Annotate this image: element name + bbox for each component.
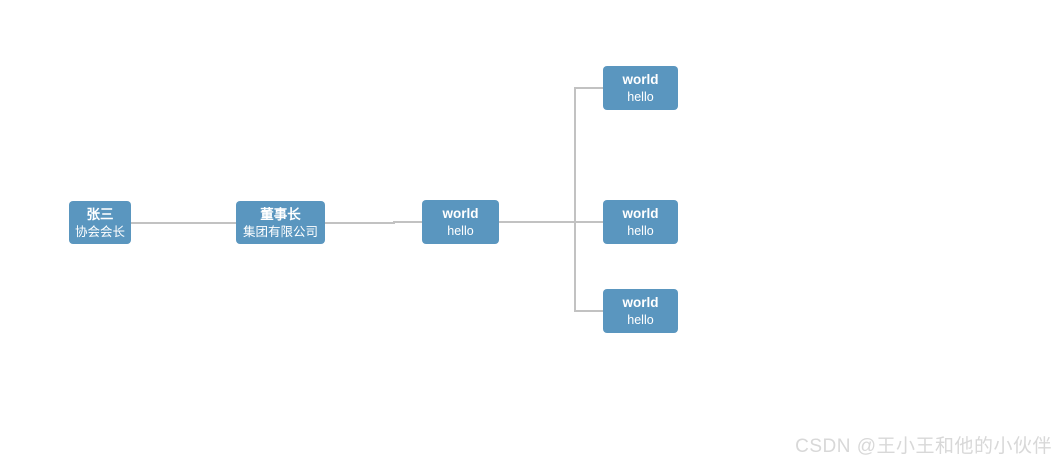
node-title: world xyxy=(442,206,479,221)
node-subtitle: 集团有限公司 xyxy=(242,224,318,239)
connector-line xyxy=(574,221,576,312)
node-title: 张三 xyxy=(86,206,114,222)
connector-line xyxy=(499,221,575,223)
connector-line xyxy=(575,310,603,312)
tree-node-n4[interactable]: world hello xyxy=(603,66,678,110)
node-title: world xyxy=(622,72,659,87)
connector-line xyxy=(574,87,576,223)
node-subtitle: hello xyxy=(447,224,474,238)
node-subtitle: hello xyxy=(627,313,654,327)
watermark: CSDN @王小王和他的小伙伴 xyxy=(795,436,1052,457)
node-subtitle: hello xyxy=(627,90,654,104)
tree-node-n3[interactable]: world hello xyxy=(422,200,499,244)
connector-line xyxy=(131,222,236,224)
connector-line xyxy=(394,221,422,223)
node-subtitle: 协会会长 xyxy=(74,224,125,239)
tree-node-n5[interactable]: world hello xyxy=(603,200,678,244)
node-title: 董事长 xyxy=(260,206,301,222)
node-title: world xyxy=(622,206,659,221)
tree-node-n2[interactable]: 董事长集团有限公司 xyxy=(236,201,325,244)
tree-node-n1[interactable]: 张三协会会长 xyxy=(69,201,131,244)
node-subtitle: hello xyxy=(627,224,654,238)
connector-line xyxy=(575,87,603,89)
node-title: world xyxy=(622,295,659,310)
connector-line xyxy=(325,222,394,224)
tree-node-n6[interactable]: world hello xyxy=(603,289,678,333)
